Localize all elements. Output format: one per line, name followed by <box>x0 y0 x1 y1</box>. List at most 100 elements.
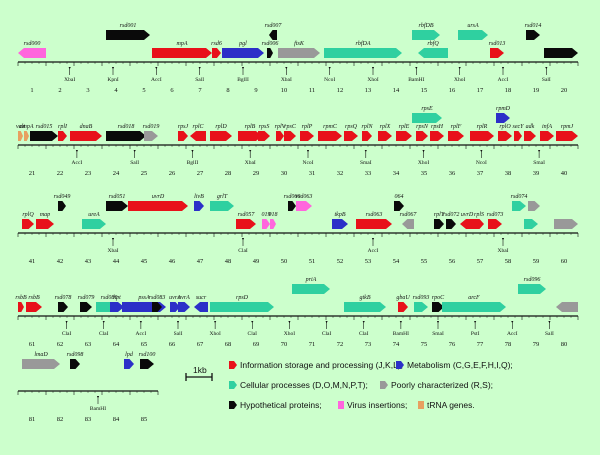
gene-label-rsd6: rsd6 <box>211 41 222 47</box>
kb-number: 79 <box>533 341 540 348</box>
gene-arrow <box>296 201 312 211</box>
gene-label-infa: infA <box>542 123 552 130</box>
gene-label-018: 018 <box>269 212 278 218</box>
restriction-site-bamhi: BamHI <box>90 406 106 412</box>
kb-number: 8 <box>226 87 229 94</box>
gene-label-rsd049: rsd049 <box>54 193 71 200</box>
kb-number: 70 <box>281 341 288 348</box>
legend-virus-label: Virus insertions; <box>347 400 407 410</box>
gene-arrow <box>267 48 273 58</box>
restriction-site-xbai: XbaI <box>64 77 75 83</box>
legend-trna-swatch <box>418 401 424 409</box>
gene-arrow <box>524 131 536 141</box>
kb-number: 51 <box>309 258 316 265</box>
gene-arrow <box>70 359 80 369</box>
gene-arrow <box>446 219 456 229</box>
restriction-site-bamhi: BamHI <box>393 331 409 337</box>
gene-arrow <box>556 302 578 312</box>
legend-virus-swatch <box>338 401 344 409</box>
gene-arrow <box>70 131 102 141</box>
gene-arrow <box>58 302 68 312</box>
gene-label-064: 064 <box>395 193 404 200</box>
legend-poorly-label: Poorly characterized (R,S); <box>391 380 493 390</box>
legend-info: Information storage and processing (J,K,… <box>229 360 403 370</box>
restriction-site-clai: ClaI <box>238 248 248 254</box>
gene-arrow <box>284 131 296 141</box>
gene-label-rpln: rplN <box>361 124 373 130</box>
gene-arrow <box>554 219 578 229</box>
kb-number: 74 <box>393 341 400 348</box>
gene-arrow <box>398 302 408 312</box>
kb-number: 16 <box>449 87 456 94</box>
gene-label-rplv: rplV <box>275 124 287 130</box>
gene-arrow <box>448 131 464 141</box>
kb-number: 72 <box>337 341 344 348</box>
gene-label-lmad: lmaD <box>34 352 48 358</box>
kb-number: 3 <box>86 87 89 94</box>
gene-label-rsd063: rsd063 <box>296 194 313 200</box>
kb-number: 80 <box>561 341 568 348</box>
gene-arrow <box>210 201 234 211</box>
kb-number: 52 <box>337 258 344 265</box>
gene-arrow <box>414 302 428 312</box>
kb-number: 66 <box>169 341 176 348</box>
gene-label-secy: secY <box>513 124 525 130</box>
gene-arrow <box>458 30 488 40</box>
restriction-site-bamhi: BamHI <box>408 77 424 83</box>
gene-label-rsd057: rsd057 <box>238 212 256 218</box>
gene-arrow <box>82 219 106 229</box>
gene-label-rsd100: rsd100 <box>139 352 156 358</box>
restriction-site-clai: ClaI <box>248 331 258 337</box>
gene-arrow <box>106 30 150 40</box>
kb-number: 59 <box>533 258 540 265</box>
restriction-site-acci: AccI <box>72 160 83 166</box>
restriction-site-acci: AccI <box>136 331 147 337</box>
gene-label-dnab: dnaB <box>80 124 93 130</box>
restriction-site-ncoi: NcoI <box>324 77 335 83</box>
restriction-site-xhoi: XhoI <box>367 77 378 83</box>
kb-number: 45 <box>141 258 148 265</box>
gene-label-pria: priA <box>305 277 317 283</box>
kb-number: 25 <box>141 170 148 177</box>
gene-arrow <box>238 131 262 141</box>
restriction-site-clai: ClaI <box>99 331 109 337</box>
kb-number: 21 <box>29 170 36 177</box>
gene-label-rpmc: rpmC <box>323 124 338 130</box>
kb-number: 11 <box>309 87 315 94</box>
gene-arrow <box>152 302 162 312</box>
gene-arrow <box>170 302 180 312</box>
kb-number: 55 <box>421 258 428 265</box>
gene-arrow <box>396 131 412 141</box>
kb-number: 64 <box>113 341 120 348</box>
kb-number: 49 <box>253 258 260 265</box>
gene-arrow <box>356 219 392 229</box>
kb-number: 50 <box>281 258 288 265</box>
gene-label-rpss: rpsS <box>259 124 270 130</box>
gene-label-mpa: mpA <box>177 41 188 47</box>
gene-arrow <box>556 131 578 141</box>
gene-arrow <box>498 131 512 141</box>
kb-number: 77 <box>477 341 484 348</box>
restriction-site-xbai: XbaI <box>108 248 119 254</box>
gene-arrow <box>140 359 154 369</box>
kb-number: 32 <box>337 170 344 177</box>
restriction-site-smai: SmaI <box>533 160 545 166</box>
gene-arrow <box>18 131 23 141</box>
gene-arrow <box>412 113 442 123</box>
kb-number: 27 <box>197 170 204 177</box>
kb-number: 31 <box>309 170 316 177</box>
legend-metabolism-label: Metabolism (C,G,E,F,H,I,Q); <box>407 360 513 370</box>
kb-number: 14 <box>393 87 400 94</box>
gene-label-uvra: uvrA <box>178 295 190 301</box>
kb-number: 75 <box>421 341 428 348</box>
kb-number: 41 <box>29 258 36 265</box>
gene-arrow <box>262 219 270 229</box>
gene-arrow <box>128 201 188 211</box>
kb-number: 81 <box>29 416 36 423</box>
gene-label-rplo: rplO <box>499 124 511 130</box>
kb-number: 69 <box>253 341 260 348</box>
legend-poorly: Poorly characterized (R,S); <box>380 380 493 390</box>
gene-label-rplr: rplR <box>477 124 488 130</box>
